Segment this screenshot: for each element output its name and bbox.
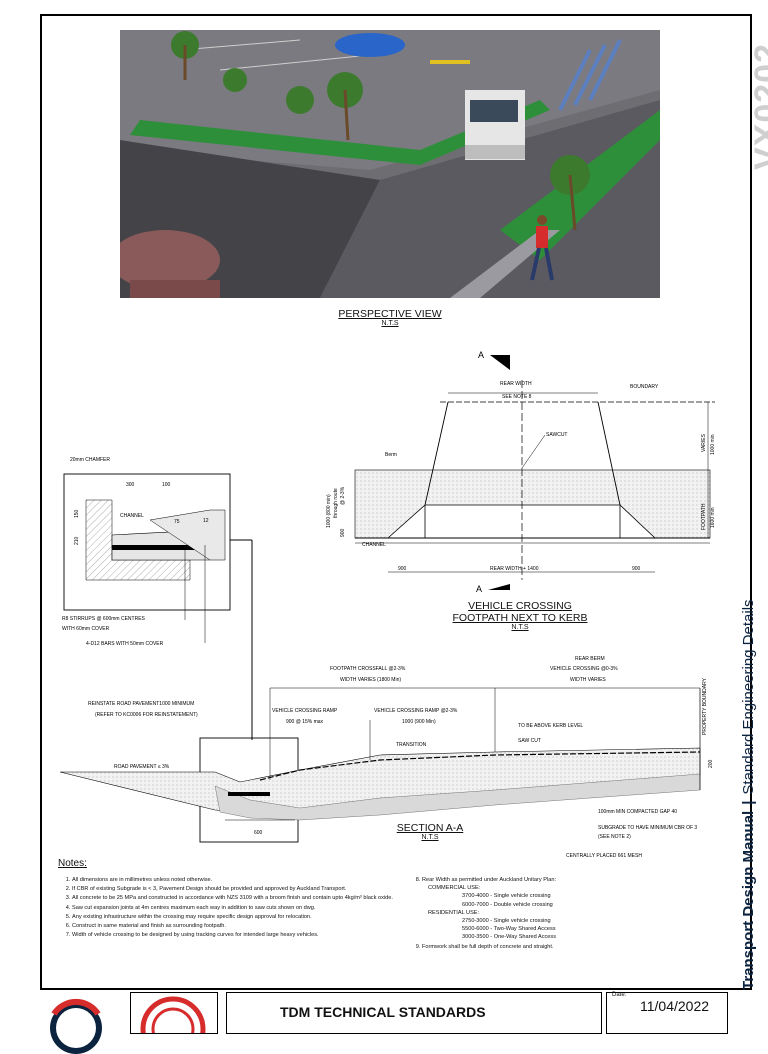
- date-value: 11/04/2022: [640, 998, 710, 1014]
- section-subgrade-2: (SEE NOTE 2): [598, 834, 631, 840]
- section-scale: N.T.S: [421, 834, 439, 841]
- section-sawcut: SAW CUT: [518, 738, 541, 744]
- plan-through-grade: @ 2-3%: [340, 486, 346, 505]
- plan-boundary: BOUNDARY: [630, 384, 659, 390]
- section-reinstate-2: (REFER TO KC0006 FOR REINSTATEMENT): [95, 712, 198, 718]
- plan-rear-width: REAR WIDTH: [500, 381, 532, 387]
- kerb-dim-300: 300: [126, 482, 135, 488]
- section-ramp1b: 900 @ 15% max: [286, 719, 324, 725]
- note-5: Any existing infrastructure within the c…: [72, 913, 398, 921]
- auckland-transport-logo: [50, 998, 102, 1054]
- perspective-illustration: [120, 30, 660, 298]
- section-rear-berm-3: WIDTH VARIES: [570, 677, 606, 683]
- plan-scale: N.T.S: [511, 624, 529, 631]
- section-above-kerb: TO BE ABOVE KERB LEVEL: [518, 723, 583, 729]
- notes-left-column: All dimensions are in millimetres unless…: [58, 876, 398, 940]
- note-2: If CBR of existing Subgrade is < 3, Pave…: [72, 885, 398, 893]
- council-emblem: [140, 996, 206, 1054]
- title-block: TDM TECHNICAL STANDARDS Date: 11/04/2022: [0, 990, 768, 1054]
- plan-dim-900: 900: [340, 528, 346, 537]
- pedestrian: [530, 215, 554, 281]
- drawing-sheet: [40, 14, 752, 990]
- section-footpath-crossfall: FOOTPATH CROSSFALL @2-3%: [330, 666, 406, 672]
- standard-title: TDM TECHNICAL STANDARDS: [280, 1004, 486, 1020]
- commercial-title: COMMERCIAL USE:: [428, 885, 481, 892]
- kerb-dim-75: 75: [174, 519, 180, 525]
- plan-varies: VARIES: [701, 433, 707, 452]
- section-subgrade: SUBGRADE TO HAVE MINIMUM CBR OF 3: [598, 825, 697, 831]
- note-3: All concrete to be 25 MPa and constructe…: [72, 894, 398, 902]
- note-7: Width of vehicle crossing to be designed…: [72, 931, 398, 939]
- commercial-2: 6000-7000 - Double vehicle crossing: [462, 901, 553, 908]
- plan-berm: Berm: [385, 452, 397, 458]
- plan-through-route-2: through route: [333, 488, 339, 518]
- perspective-caption: PERSPECTIVE VIEW N.T.S: [320, 308, 460, 327]
- section-reinstate: REINSTATE ROAD PAVEMENT1000 MINIMUM: [88, 701, 194, 707]
- kerb-dim-100: 100: [162, 482, 171, 488]
- residential-1: 2750-3000 - Single vehicle crossing: [462, 918, 551, 925]
- technical-drawings: A REAR WIDTH SEE NOTE 8 BOUNDARY SAWCUT …: [59, 350, 716, 859]
- plan-view: A REAR WIDTH SEE NOTE 8 BOUNDARY SAWCUT …: [326, 350, 716, 594]
- emblem-box: [130, 992, 218, 1054]
- truck: [465, 39, 622, 160]
- section-property-boundary: PROPERTY BOUNDARY: [702, 677, 708, 735]
- section-marker-bottom: A: [476, 584, 482, 594]
- kerb-dim-210: 210: [74, 536, 80, 545]
- kerb-bars: 4-D12 BARS WITH 50mm COVER: [86, 641, 164, 647]
- plan-caption: VEHICLE CROSSING FOOTPATH NEXT TO KERB N…: [440, 600, 600, 631]
- section-footpath-width: WIDTH VARIES (1800 Min): [340, 677, 401, 683]
- note-1: All dimensions are in millimetres unless…: [72, 876, 398, 884]
- section-transition: TRANSITION: [396, 742, 427, 748]
- plan-channel: CHANNEL: [362, 542, 386, 548]
- kerb-detail: 20mm CHAMFER 300 100 150 210 CHANNEL 75 …: [62, 457, 253, 740]
- kerb-cover: WITH 60mm COVER: [62, 626, 110, 632]
- plan-see-note: SEE NOTE 8: [502, 394, 532, 400]
- section-rear-berm-2: VEHICLE CROSSING @0-3%: [550, 666, 618, 672]
- plan-footpath: FOOTPATH: [701, 503, 707, 530]
- section-title: SECTION A-A: [396, 822, 464, 834]
- perspective-scale: N.T.S: [381, 320, 399, 327]
- section-ramp2: VEHICLE CROSSING RAMP @2-3%: [374, 708, 458, 714]
- note-4: Saw cut expansion joints at 4m centres m…: [72, 904, 398, 912]
- section-ramp2b: 1000 (900 Min): [402, 719, 436, 725]
- notes-title: Notes:: [58, 858, 87, 869]
- plan-dim-right: 900: [632, 566, 641, 572]
- commercial-1: 3700-4000 - Single vehicle crossing: [462, 893, 551, 900]
- plan-varies-min: 1000 min: [710, 434, 716, 455]
- section-caption: SECTION A-A N.T.S: [380, 822, 480, 841]
- kerb-stirrups: R8 STIRRUPS @ 600mm CENTRES: [62, 616, 146, 622]
- note-8: Rear Width as permitted under Auckland U…: [422, 876, 708, 942]
- section-gap40: 100mm MIN COMPACTED GAP 40: [598, 809, 677, 815]
- section-marker-top: A: [478, 350, 484, 360]
- notes-right-column: Rear Width as permitted under Auckland U…: [408, 876, 708, 952]
- plan-title-2: FOOTPATH NEXT TO KERB: [452, 612, 588, 624]
- date-label: Date:: [612, 992, 627, 998]
- section-mesh: CENTRALLY PLACED 661 MESH: [566, 853, 642, 859]
- kerb-chamfer: 20mm CHAMFER: [70, 457, 110, 463]
- notes: Notes: All dimensions are in millimetres…: [58, 858, 748, 949]
- plan-through-route: 1000 (800 min): [326, 494, 332, 528]
- residential-3: 3000-3500 - One-Way Shared Access: [462, 934, 557, 941]
- residential-title: RESIDENTIAL USE:: [428, 909, 480, 916]
- plan-footpath-min: 1600 min: [710, 507, 716, 528]
- section-ramp1: VEHICLE CROSSING RAMP: [272, 708, 338, 714]
- kerb-channel: CHANNEL: [120, 513, 144, 519]
- note-9: Formwork shall be full depth of concrete…: [422, 943, 708, 951]
- section-view: REINSTATE ROAD PAVEMENT1000 MINIMUM (REF…: [59, 656, 714, 859]
- note-6: Construct in same material and finish as…: [72, 922, 398, 930]
- note-8-intro: Rear Width as permitted under Auckland U…: [422, 877, 557, 883]
- section-rear-berm: REAR BERM: [575, 656, 605, 662]
- plan-sawcut: SAWCUT: [546, 432, 567, 438]
- section-dim-600: 600: [254, 830, 263, 836]
- section-dim-200: 200: [708, 759, 714, 768]
- plan-title-1: VEHICLE CROSSING: [468, 600, 572, 612]
- residential-2: 5500-6000 - Two-Way Shared Access: [462, 926, 556, 933]
- plan-dim-left: 900: [398, 566, 407, 572]
- kerb-dim-12: 12: [203, 518, 209, 524]
- kerb-dim-150: 150: [74, 509, 80, 518]
- perspective-title: PERSPECTIVE VIEW: [338, 308, 442, 320]
- plan-dim-mid: REAR WIDTH + 1400: [490, 566, 539, 572]
- section-road-pavement: ROAD PAVEMENT ≤ 3%: [114, 764, 170, 770]
